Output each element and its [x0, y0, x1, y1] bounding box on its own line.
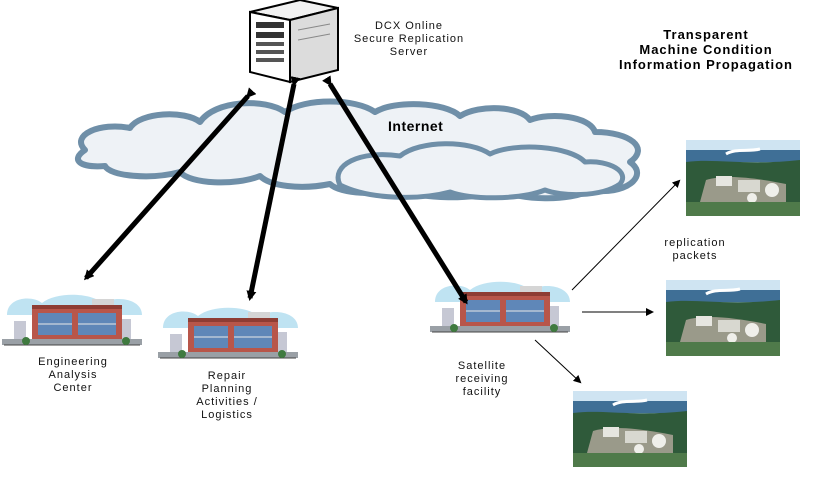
- packets-label: replication packets: [664, 237, 726, 262]
- replication-links: [84, 75, 469, 305]
- engineering-label: Engineering Analysis Center: [38, 356, 108, 394]
- packet-arrows: [534, 179, 681, 384]
- link-satellite: [322, 75, 469, 305]
- plant-photo-icon: [571, 389, 689, 469]
- building-icon: [1, 294, 143, 346]
- repair-label: Repair Planning Activities / Logistics: [196, 370, 258, 421]
- plant-photo-icon: [664, 278, 782, 358]
- satellite-label: Satellite receiving facility: [455, 360, 509, 398]
- internet-label: Internet: [388, 118, 444, 134]
- packet-arrow-bottom: [534, 339, 582, 384]
- diagram-title: Transparent Machine Condition Informatio…: [619, 27, 793, 72]
- building-icon: [157, 307, 299, 359]
- server-label: DCX Online Secure Replication Server: [353, 20, 465, 58]
- server-icon: [249, 0, 339, 84]
- link-engineering: [84, 87, 257, 281]
- building-icon: [429, 281, 571, 333]
- link-repair: [246, 76, 301, 301]
- cloud-icon: [75, 98, 641, 202]
- plant-photo-icon: [684, 138, 802, 218]
- packet-arrow-top: [571, 179, 681, 291]
